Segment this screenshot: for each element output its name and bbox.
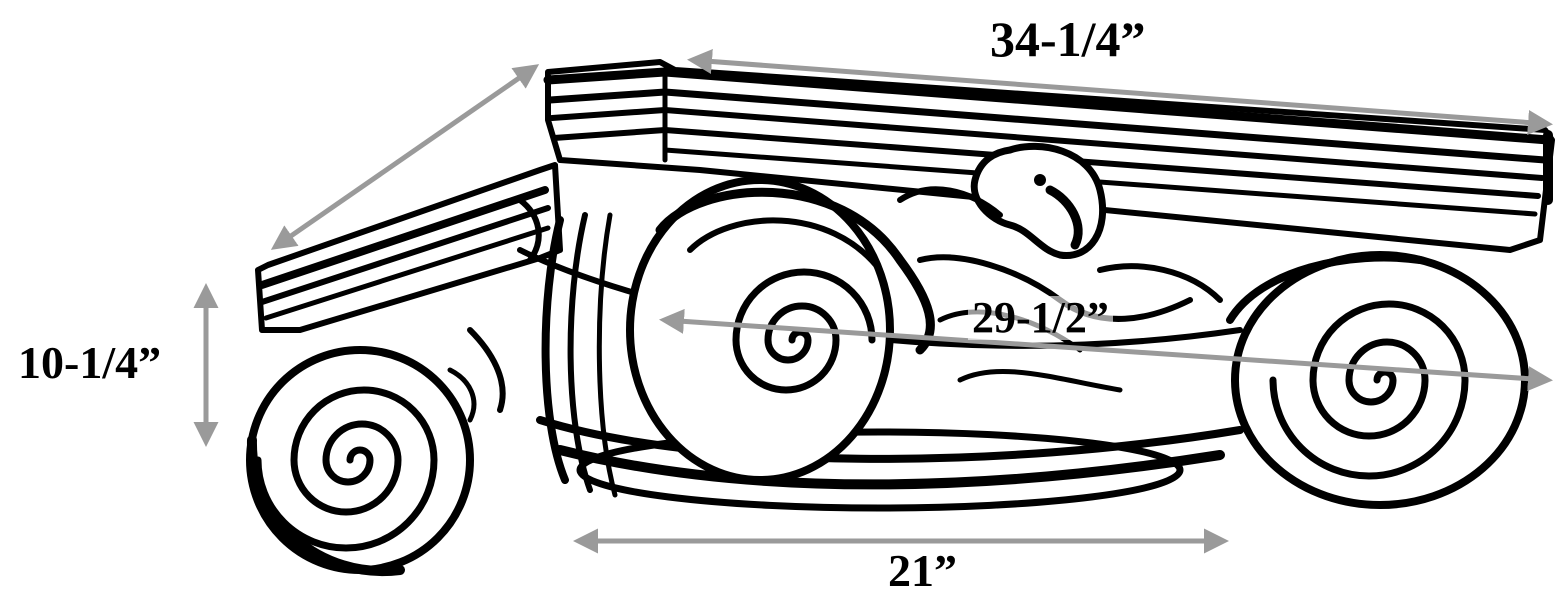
arrow-left-depth xyxy=(270,64,540,250)
top-width-label: 34-1/4” xyxy=(990,11,1146,67)
capital-body xyxy=(246,59,1555,577)
volute-span-label: 29-1/2” xyxy=(968,296,1113,340)
dimension-arrows xyxy=(193,49,1553,554)
height-label: 10-1/4” xyxy=(18,337,162,388)
base-width-label: 21” xyxy=(888,545,957,596)
arrow-top-width xyxy=(687,49,1553,135)
arrow-volute-span xyxy=(659,308,1553,392)
